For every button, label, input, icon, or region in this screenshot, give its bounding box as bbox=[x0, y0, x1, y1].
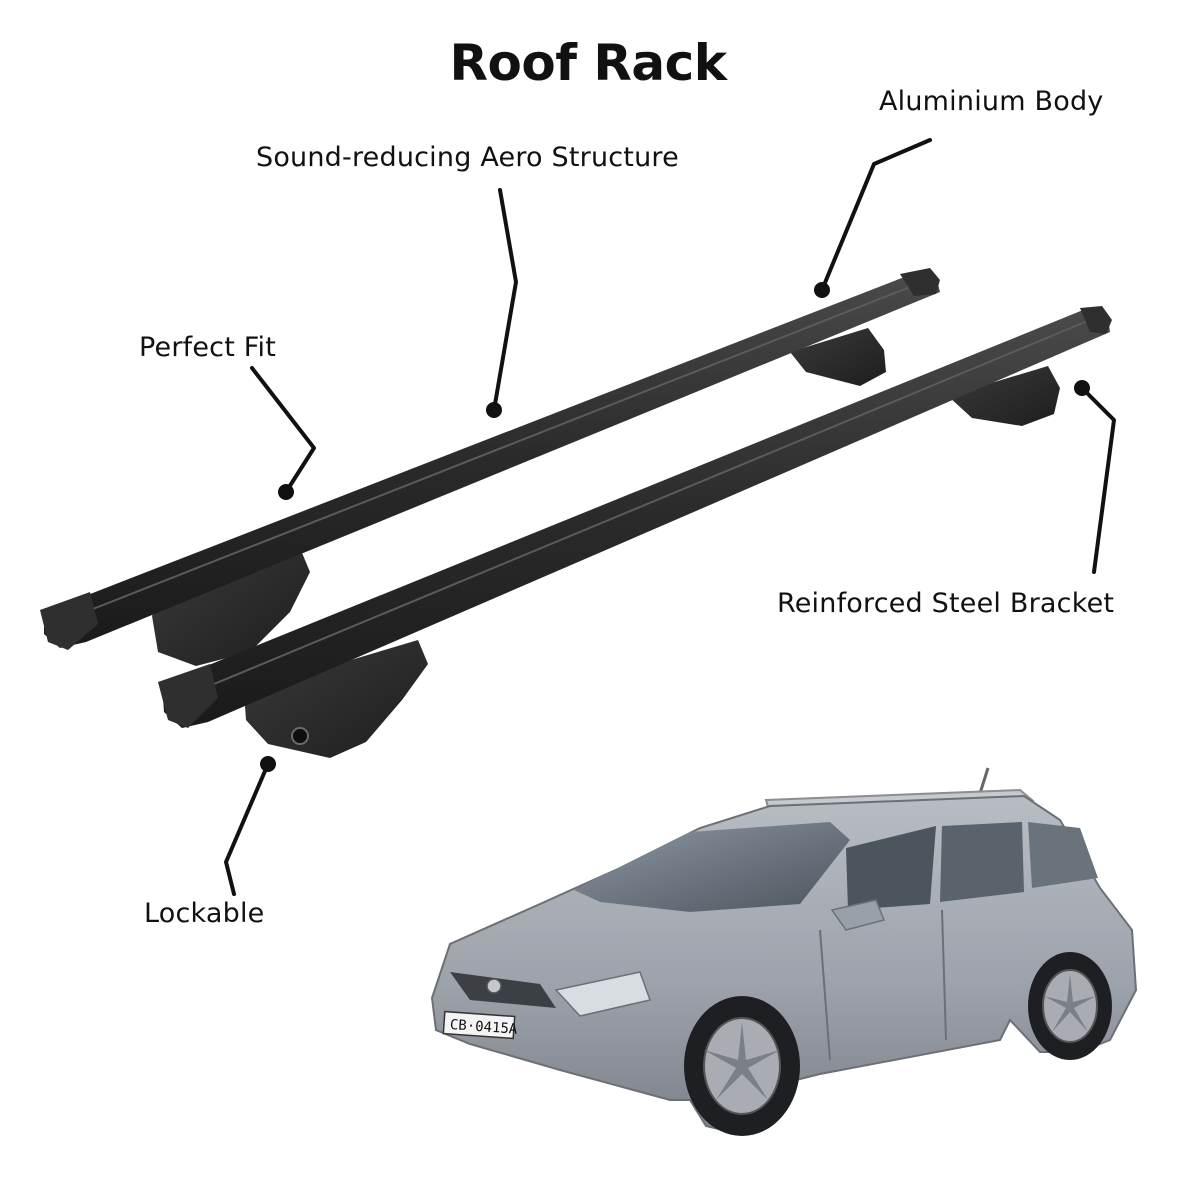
car-wheel-front bbox=[684, 996, 800, 1136]
callout-line-aero bbox=[492, 188, 518, 412]
bar-end-cap bbox=[158, 664, 218, 728]
callout-dot-bracket bbox=[1074, 380, 1090, 396]
callout-line-fit bbox=[250, 366, 316, 494]
car-window bbox=[940, 822, 1024, 902]
bar-end-cap bbox=[900, 268, 940, 296]
car-license-plate bbox=[442, 1010, 516, 1040]
roof-bar-front bbox=[158, 306, 1112, 758]
callout-dot-aluminium bbox=[814, 282, 830, 298]
car-badge-icon bbox=[486, 978, 502, 994]
roof-bar-back bbox=[40, 268, 940, 666]
lock-icon bbox=[291, 727, 309, 745]
bar-groove bbox=[189, 319, 1091, 695]
callout-line-bracket bbox=[1080, 386, 1116, 574]
car-window bbox=[1028, 822, 1098, 888]
car-wheel-rear bbox=[1028, 952, 1112, 1060]
car-grille bbox=[450, 972, 556, 1008]
callout-reinforced-bracket: Reinforced Steel Bracket bbox=[777, 588, 1115, 619]
bar-body bbox=[162, 308, 1110, 728]
callout-line-aluminium bbox=[820, 138, 932, 292]
car-windshield bbox=[574, 822, 850, 912]
callout-dot-lockable bbox=[260, 756, 276, 772]
callout-dot-aero bbox=[486, 402, 502, 418]
bar-end-cap bbox=[1080, 306, 1112, 334]
car-door-lines bbox=[819, 909, 947, 1061]
car-image: CB·0415A bbox=[430, 767, 1138, 1136]
car-mirror bbox=[830, 899, 886, 931]
callout-perfect-fit: Perfect Fit bbox=[139, 332, 277, 363]
bar-foot bbox=[790, 328, 886, 386]
car-license-plate-text: CB·0415A bbox=[449, 1017, 518, 1038]
bar-foot bbox=[244, 640, 428, 758]
bar-groove bbox=[69, 284, 916, 619]
callout-aluminium-body: Aluminium Body bbox=[879, 86, 1104, 117]
bar-end-cap bbox=[40, 592, 98, 650]
page-title: Roof Rack bbox=[449, 34, 728, 92]
callout-dots bbox=[260, 282, 1090, 772]
car-window bbox=[846, 826, 936, 910]
bar-body bbox=[44, 274, 940, 648]
callout-line-lockable bbox=[224, 762, 270, 896]
callout-lockable: Lockable bbox=[144, 898, 265, 929]
callout-dot-fit bbox=[278, 484, 294, 500]
car-headlight bbox=[554, 971, 651, 1017]
bar-foot bbox=[948, 366, 1060, 426]
callout-lines bbox=[224, 138, 1116, 896]
callout-aero-structure: Sound-reducing Aero Structure bbox=[256, 142, 679, 173]
